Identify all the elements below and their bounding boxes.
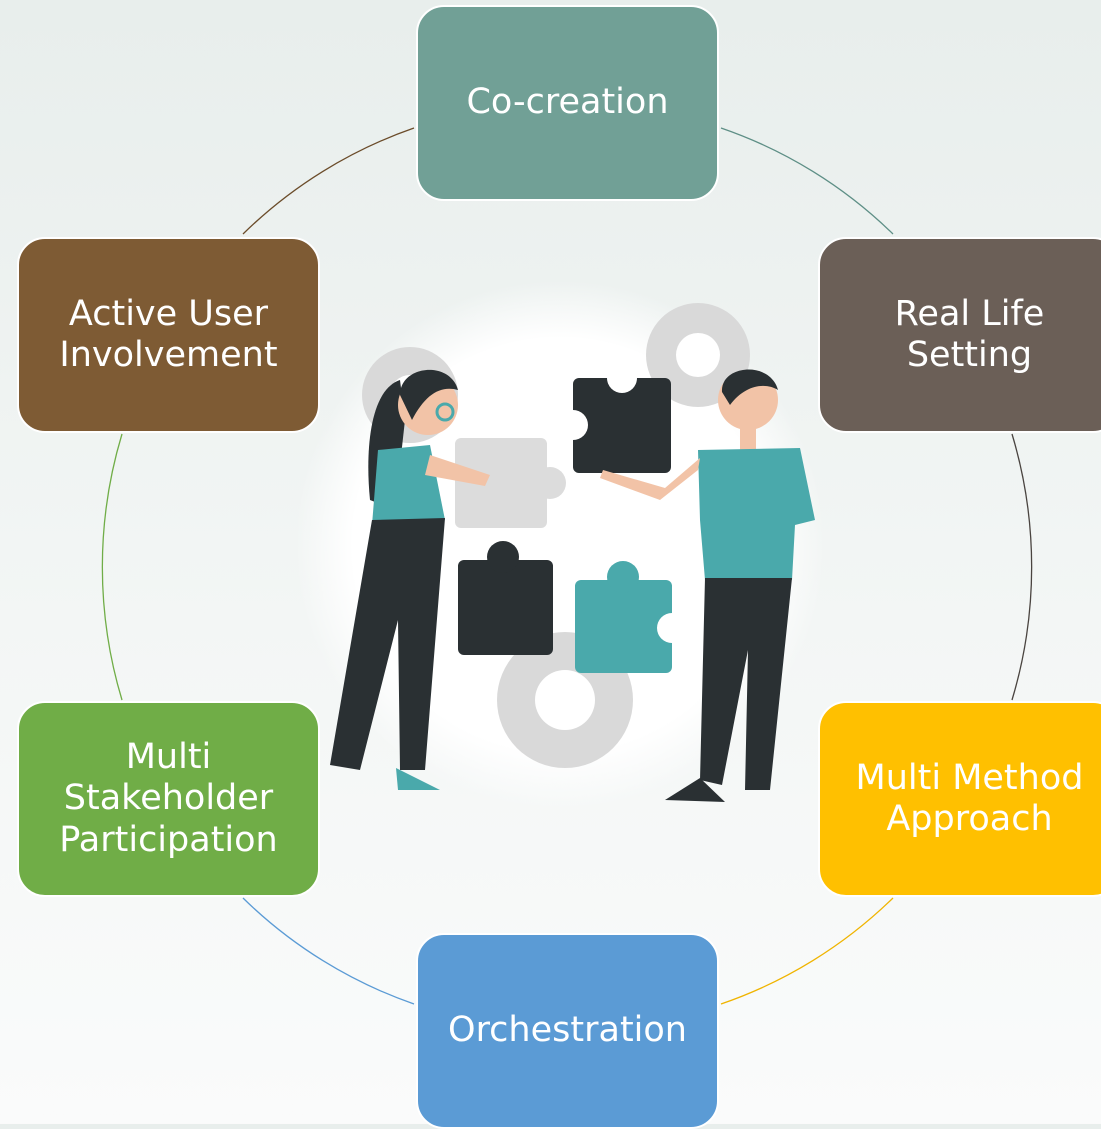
node-multi-method-approach: Multi Method Approach — [818, 701, 1101, 897]
node-co-creation: Co-creation — [416, 5, 719, 201]
puzzle-knob — [558, 410, 588, 440]
puzzle-piece-dark — [458, 560, 553, 655]
arc-orchestration-to-multistakeholder — [242, 897, 415, 1005]
arc-cocreation-to-reallife — [720, 127, 894, 235]
node-label: Multi Stakeholder Participation — [59, 737, 278, 860]
node-label: Real Life Setting — [894, 293, 1045, 375]
man-figure — [600, 369, 815, 802]
node-label: Multi Method Approach — [855, 757, 1084, 839]
node-active-user-involvement: Active User Involvement — [17, 237, 320, 433]
node-label: Active User Involvement — [59, 293, 278, 375]
gear-icon — [646, 303, 750, 407]
woman-figure — [330, 369, 490, 790]
puzzle-knob — [657, 613, 687, 643]
arc-reallife-to-multimethod — [1011, 433, 1033, 701]
arc-activeuser-to-cocreation — [242, 127, 415, 235]
puzzle-knob — [607, 363, 637, 393]
cycle-arcs — [101, 127, 1033, 1005]
node-real-life-setting: Real Life Setting — [818, 237, 1101, 433]
arc-multimethod-to-orchestration — [720, 897, 894, 1005]
central-illustration — [295, 280, 825, 810]
node-label: Co-creation — [466, 82, 669, 123]
puzzle-knob — [534, 467, 566, 499]
node-label: Orchestration — [448, 1010, 687, 1051]
puzzle-piece-dark-held — [573, 378, 671, 473]
arc-multistakeholder-to-activeuser — [101, 433, 123, 701]
puzzle-knob — [487, 541, 519, 573]
node-orchestration: Orchestration — [416, 933, 719, 1129]
puzzle-piece-light — [455, 438, 547, 528]
puzzle-knob — [607, 561, 639, 593]
puzzle-piece-teal — [575, 580, 672, 673]
node-multi-stakeholder-participation: Multi Stakeholder Participation — [17, 701, 320, 897]
